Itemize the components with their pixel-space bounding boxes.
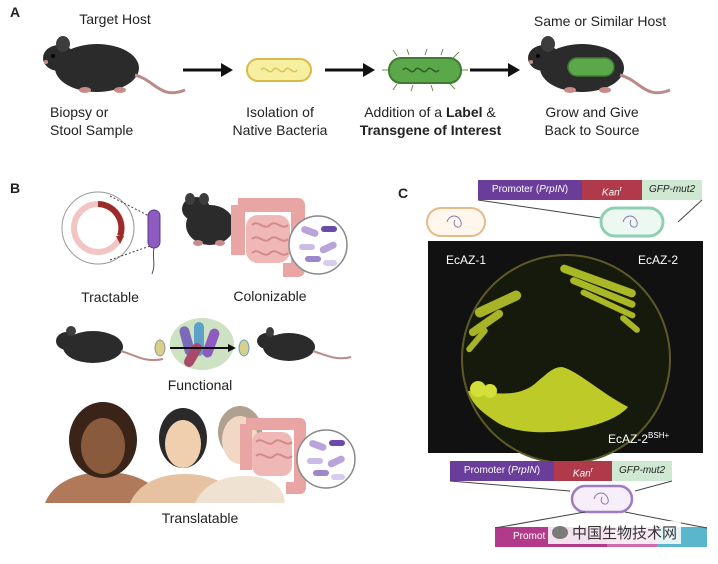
gut-bacteria-zoom-icon-2 xyxy=(296,429,356,489)
bsh-bacterium-icon xyxy=(570,484,634,514)
human-faces-illustration xyxy=(45,402,285,503)
colonizable-label: Colonizable xyxy=(233,288,307,304)
target-host-label: Target Host xyxy=(79,11,151,27)
promoter-segment-2: Promoter (PrpIN) xyxy=(450,461,554,481)
panel-b-letter: B xyxy=(10,180,21,196)
kan-segment-2: Kanr xyxy=(554,461,612,481)
construct-zoom-lines-partial xyxy=(494,511,708,529)
promoter-close: ) xyxy=(564,184,569,195)
arrow-icon xyxy=(183,63,233,77)
plate-label-ecaz2: EcAZ-2 xyxy=(638,253,679,267)
gfp-segment-2: GFP-mut2 xyxy=(612,461,672,481)
functional-pathway-icon xyxy=(154,318,250,370)
same-host-mouse xyxy=(528,36,671,95)
step3-label-bold: Label xyxy=(445,104,483,120)
plate-label-base: EcAZ-2 xyxy=(608,432,649,446)
construct-zoom-lines-bottom xyxy=(449,480,673,492)
engineered-bacterium-icon xyxy=(599,206,665,238)
same-host-label: Same or Similar Host xyxy=(533,13,667,29)
plate-drawing xyxy=(461,254,671,464)
gfp-text-2: GFP-mut2 xyxy=(618,465,666,476)
kan-sup: r xyxy=(619,186,623,193)
wildtype-bacterium-icon xyxy=(426,207,486,237)
kan-text: Kan xyxy=(601,187,620,199)
plate-label-ecaz1: EcAZ-1 xyxy=(446,253,487,267)
translatable-label: Translatable xyxy=(161,510,239,526)
arrow-icon xyxy=(470,63,520,77)
target-host-mouse xyxy=(43,36,186,95)
promoter-segment: Promoter (PrpIN) xyxy=(478,180,582,200)
colonization-mouse-icon xyxy=(182,193,234,246)
step3-caption-line1: Addition of a Label & xyxy=(350,104,510,121)
native-bacterium-icon xyxy=(246,58,312,82)
promoter-gene-2: PrpIN xyxy=(511,465,537,476)
plate-label-ecaz2-bsh: EcAZ-2BSH+ xyxy=(608,431,669,446)
step1-caption-line2: Stool Sample xyxy=(50,122,134,138)
watermark-text: 中国生物技术网 xyxy=(572,525,678,542)
step4-caption-line2: Back to Source xyxy=(544,122,640,138)
plate-label-sup: BSH+ xyxy=(648,431,670,440)
promoter-gene: PrpIN xyxy=(539,184,565,195)
step2-caption-line1: Isolation of xyxy=(246,104,314,120)
kan-segment: Kanr xyxy=(582,180,642,200)
step1-caption-line1: Biopsy or xyxy=(50,104,109,120)
promoter-partial-text: Promot xyxy=(513,531,546,542)
agar-plate-photo: EcAZ-1 EcAZ-2 EcAZ-2BSH+ xyxy=(428,241,703,464)
promoter-text: Promoter ( xyxy=(491,184,540,195)
promoter-text-2: Promoter ( xyxy=(463,465,512,476)
construct-bar-bottom: Promoter (PrpIN) Kanr GFP-mut2 xyxy=(450,461,672,481)
kan-text-2: Kan xyxy=(572,468,591,480)
step4-caption-line1: Grow and Give xyxy=(545,104,639,120)
functional-label: Functional xyxy=(167,377,233,393)
arrow-icon xyxy=(325,63,375,77)
step3-suffix: & xyxy=(482,104,496,120)
step2-caption-line2: Native Bacteria xyxy=(232,122,328,138)
kan-sup-2: r xyxy=(590,467,594,474)
gfp-segment: GFP-mut2 xyxy=(642,180,702,200)
gfp-text: GFP-mut2 xyxy=(648,184,696,195)
construct-zoom-lines-top xyxy=(477,199,703,223)
watermark: 中国生物技术网 xyxy=(548,521,682,544)
panel-c-letter: C xyxy=(398,185,409,201)
gut-bacteria-zoom-icon xyxy=(288,215,348,275)
plasmid-icon xyxy=(61,191,161,275)
step3-caption-line2: Transgene of Interest xyxy=(359,122,502,138)
functional-mouse-left xyxy=(56,326,164,363)
functional-mouse-right xyxy=(257,327,352,361)
promoter-close-2: ) xyxy=(536,465,541,476)
labeled-bacterium-icon xyxy=(382,48,468,92)
wechat-icon xyxy=(552,526,568,539)
step3-prefix: Addition of a xyxy=(364,104,446,120)
panel-a-letter: A xyxy=(10,4,21,20)
tractable-label: Tractable xyxy=(81,289,139,305)
construct-bar-top: Promoter (PrpIN) Kanr GFP-mut2 xyxy=(478,180,702,200)
